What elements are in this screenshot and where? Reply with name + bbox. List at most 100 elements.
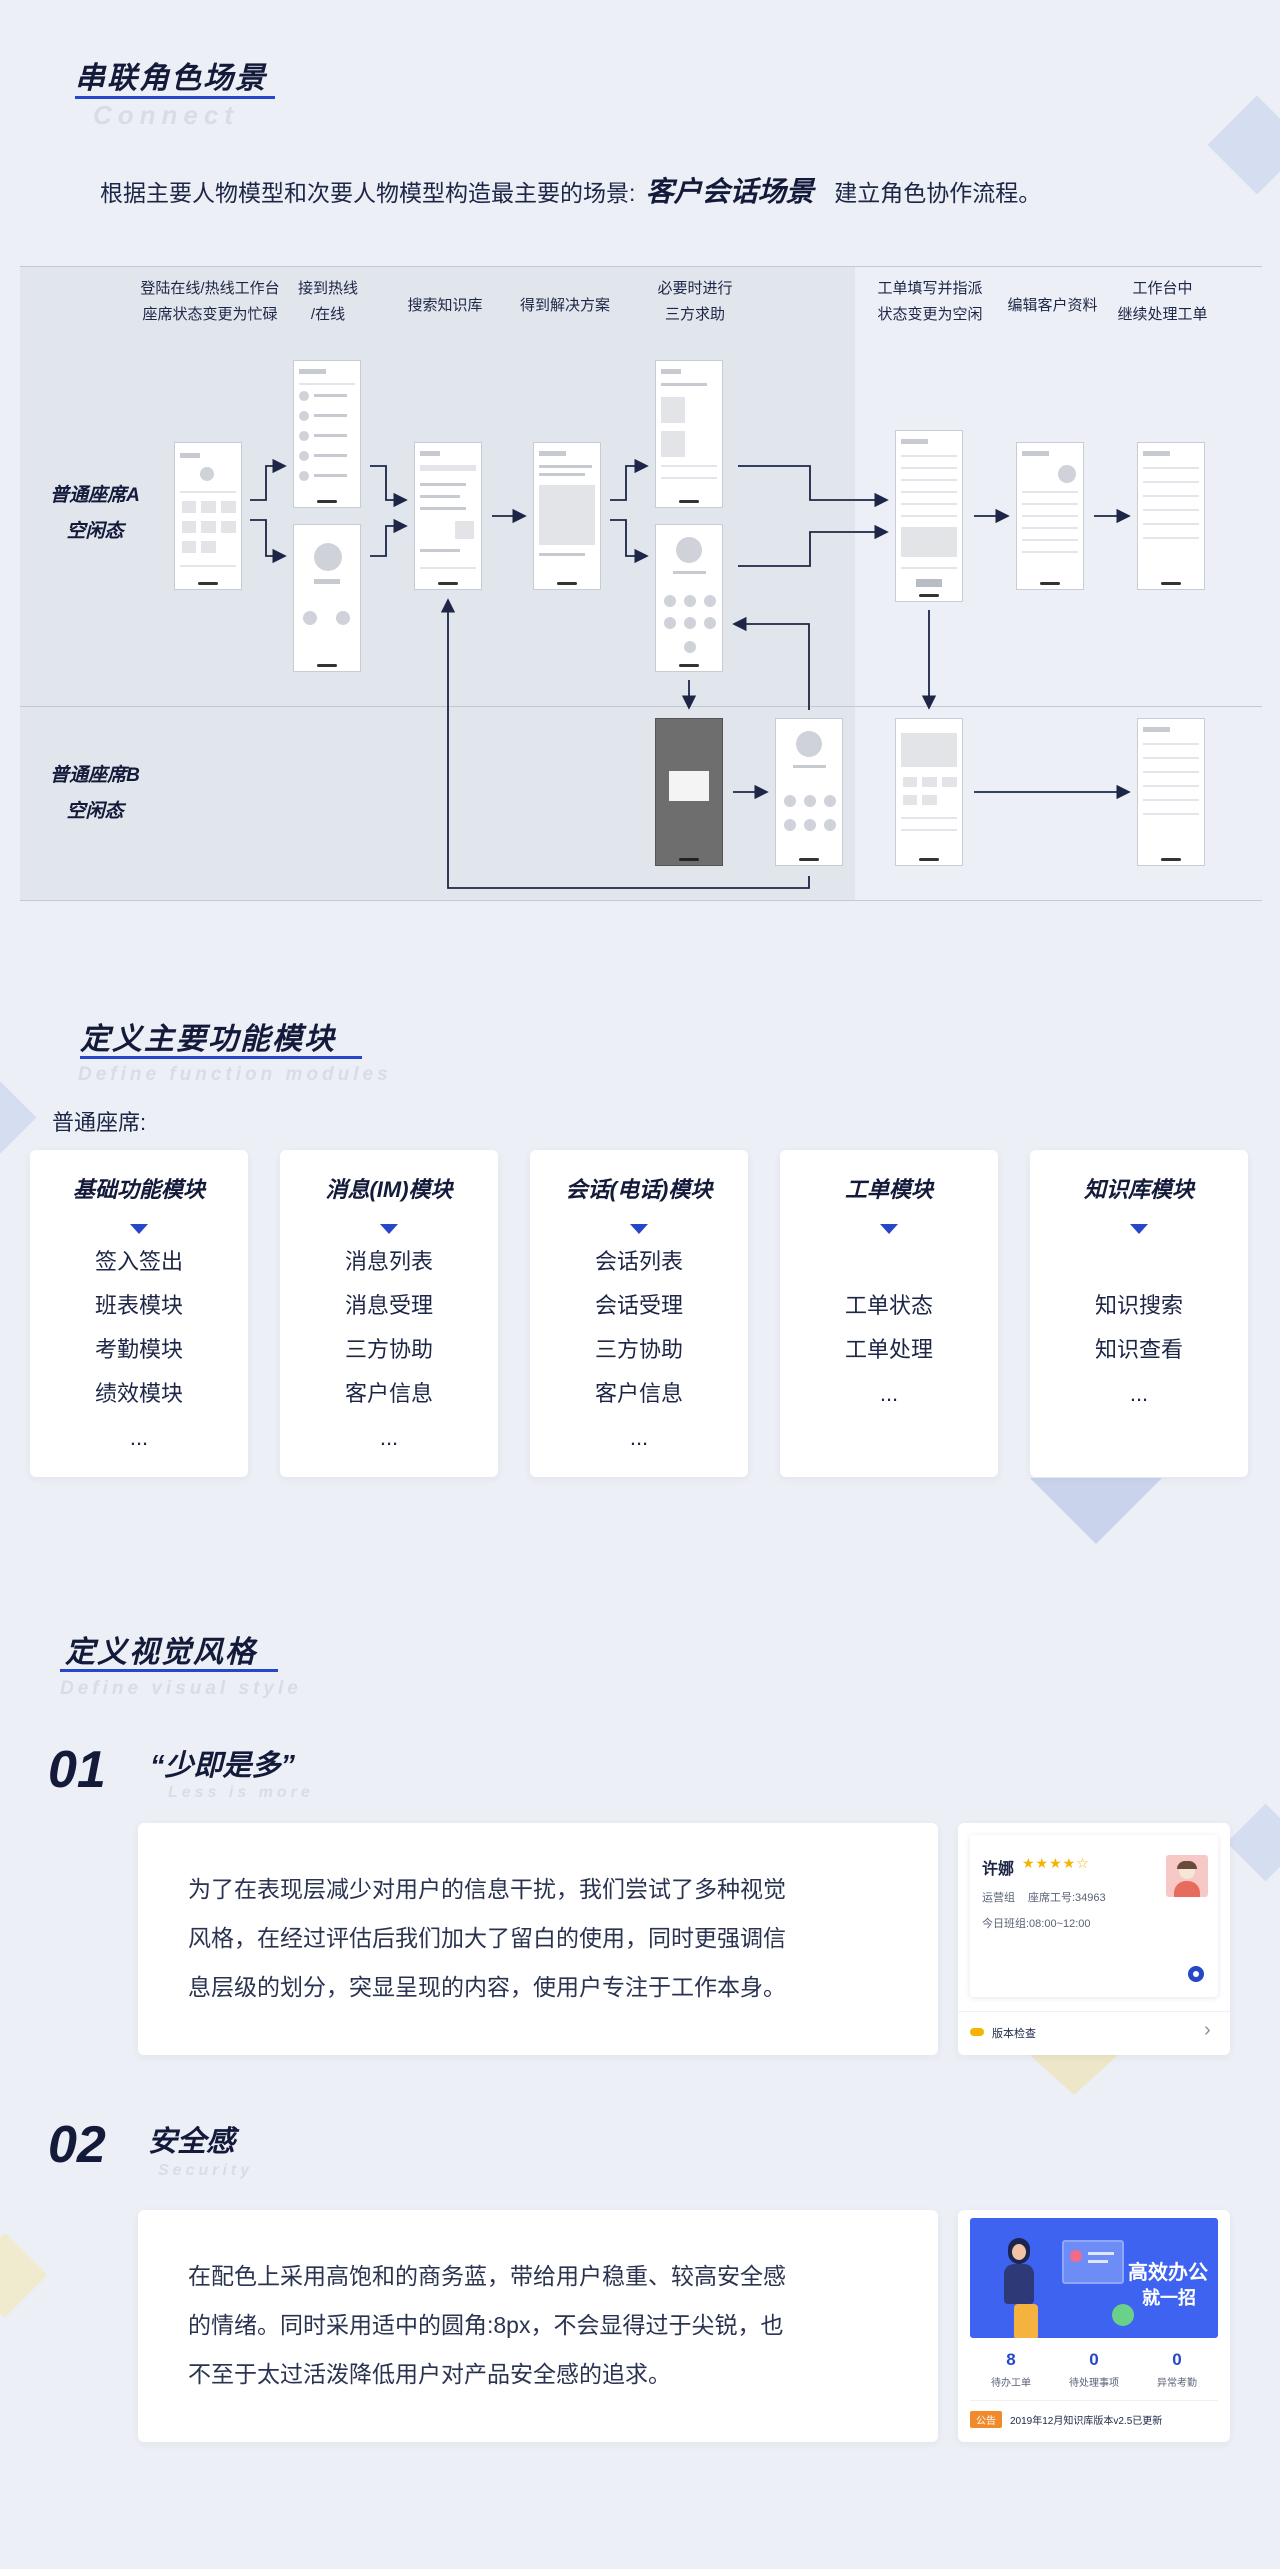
visual-title: 定义视觉风格 xyxy=(65,1636,257,1669)
wireframe-three-party-call xyxy=(655,524,723,672)
module-card-title: 基础功能模块 xyxy=(72,1177,205,1202)
modules-subtitle: Define function modules xyxy=(78,1064,392,1085)
decor-diamond-yellow xyxy=(0,2232,48,2318)
wireframe-ticket-form xyxy=(895,430,963,602)
stat-attendance[interactable]: 0 异常考勤 xyxy=(1136,2350,1218,2389)
arrow-msglist-to-kb xyxy=(370,465,408,508)
modules-role-label: 普通座席: xyxy=(52,1110,147,1135)
module-card-knowledge: 知识库模块 知识搜索 知识查看 ... xyxy=(1030,1150,1248,1477)
flow-arrows xyxy=(250,458,1131,889)
step-label-login: 登陆在线/热线工作台座席状态变更为忙碌 xyxy=(140,280,280,323)
style-item-title: 安全感 xyxy=(148,2126,236,2158)
notice-row[interactable]: 公告 2019年12月知识库版本v2.5已更新 xyxy=(970,2408,1218,2430)
profile-sample: 许娜 ★★★★☆ 运营组 座席工号:34963 今日班组:08:00~12:00… xyxy=(958,1823,1230,2055)
step-label-receive: 接到热线/在线 xyxy=(297,280,358,323)
stat-label: 待处理事项 xyxy=(1069,2378,1119,2389)
module-card-marker xyxy=(880,1224,898,1234)
module-card-title: 会话(电话)模块 xyxy=(565,1177,713,1202)
module-item: 班表模块 xyxy=(94,1293,183,1318)
wireframe-incoming-call xyxy=(293,524,361,672)
arrow-transfer-to-ticket xyxy=(738,465,889,508)
settings-icon[interactable] xyxy=(1188,1966,1204,1982)
module-item: 消息受理 xyxy=(344,1293,433,1318)
banner-headline: 高效办公 xyxy=(1128,2262,1208,2284)
module-item: ... xyxy=(1129,1381,1149,1406)
stat-value: 8 xyxy=(1006,2350,1016,2369)
stat-pending-items[interactable]: 0 待处理事项 xyxy=(1053,2350,1135,2389)
decor-diamond-right-low xyxy=(1226,1803,1280,1882)
module-item: 会话列表 xyxy=(594,1249,683,1274)
module-card-title: 工单模块 xyxy=(844,1177,933,1202)
module-item: 三方协助 xyxy=(344,1337,433,1362)
wireframe-message-list xyxy=(293,360,361,508)
module-item: ... xyxy=(879,1381,899,1406)
version-check-row[interactable]: 版本检查 › xyxy=(970,2019,1218,2047)
module-card-marker xyxy=(630,1224,648,1234)
module-item: 知识查看 xyxy=(1094,1337,1183,1362)
connect-title: 串联角色场景 xyxy=(75,62,267,95)
profile-footer-divider xyxy=(958,2011,1230,2012)
decor-diamond-left-mid xyxy=(0,1078,37,1157)
lane-divider xyxy=(20,706,1262,707)
notice-tag: 公告 xyxy=(970,2411,1002,2428)
banner-subheadline: 就一招 xyxy=(1142,2288,1196,2308)
wireframe-workbench-list-a xyxy=(1137,442,1205,590)
stat-value: 0 xyxy=(1172,2350,1182,2369)
wireframe-customer-edit xyxy=(1016,442,1084,590)
style-desc-card-2: 在配色上采用高饱和的商务蓝，带给用户稳重、较高安全感 的情绪。同时采用适中的圆角… xyxy=(138,2210,938,2442)
step-label-edit-customer: 编辑客户资料 xyxy=(1007,297,1098,314)
profile-name: 许娜 xyxy=(982,1861,1015,1878)
style-item-title: “少即是多” xyxy=(150,1750,296,1782)
module-item: 工单状态 xyxy=(844,1293,933,1318)
banner-screen-illustration xyxy=(1062,2240,1124,2284)
promo-banner[interactable]: 高效办公 就一招 xyxy=(970,2218,1218,2338)
module-item: 签入签出 xyxy=(94,1249,183,1274)
step-label-search-kb: 搜索知识库 xyxy=(407,297,483,314)
module-card-call: 会话(电话)模块 会话列表 会话受理 三方协助 客户信息 ... xyxy=(530,1150,748,1477)
module-card-marker xyxy=(1130,1224,1148,1234)
arrow-a-to-msglist xyxy=(250,458,287,501)
version-check-label: 版本检查 xyxy=(992,2028,1036,2040)
flow-top-border xyxy=(20,266,1262,267)
step-label-three-party: 必要时进行三方求助 xyxy=(657,280,733,323)
banner-person-illustration xyxy=(1000,2238,1052,2338)
step-label-continue: 工作台中继续处理工单 xyxy=(1117,280,1208,323)
wireframe-transfer-dialog xyxy=(655,718,723,866)
stat-pending-tickets[interactable]: 8 待办工单 xyxy=(970,2350,1052,2389)
module-item: 三方协助 xyxy=(594,1337,683,1362)
connect-title-underline xyxy=(75,96,275,99)
arrow-call-to-kb xyxy=(370,518,408,557)
module-card-im: 消息(IM)模块 消息列表 消息受理 三方协助 客户信息 ... xyxy=(280,1150,498,1477)
connect-intro-suffix: 建立角色协作流程。 xyxy=(834,180,1042,206)
wireframe-workbench-list-b xyxy=(1137,718,1205,866)
module-card-items: 会话列表 会话受理 三方协助 客户信息 ... xyxy=(530,1240,748,1460)
style-item-number: 01 xyxy=(48,1741,106,1799)
flow-bottom-border xyxy=(20,900,1262,901)
decor-triangle-mid xyxy=(1030,1478,1162,1544)
style-desc-text: 为了在表现层减少对用户的信息干扰，我们尝试了多种视觉 风格，在经过评估后我们加大… xyxy=(188,1876,786,2000)
module-card-marker xyxy=(130,1224,148,1234)
module-card-title: 消息(IM)模块 xyxy=(325,1177,453,1202)
banner-plant-illustration xyxy=(1112,2304,1134,2326)
style-item-subtitle: Security xyxy=(158,2162,254,2179)
module-item: 绩效模块 xyxy=(94,1381,183,1406)
style-desc-card-1: 为了在表现层减少对用户的信息干扰，我们尝试了多种视觉 风格，在经过评估后我们加大… xyxy=(138,1823,938,2055)
visual-subtitle: Define visual style xyxy=(60,1678,302,1699)
wireframe-solution-detail xyxy=(533,442,601,590)
module-card-ticket: 工单模块 工单状态 工单处理 ... xyxy=(780,1150,998,1477)
module-card-title: 知识库模块 xyxy=(1083,1177,1194,1202)
stat-label: 待办工单 xyxy=(991,2378,1031,2389)
arrow-call-to-ticket xyxy=(738,524,889,567)
profile-group: 运营组 xyxy=(982,1892,1015,1904)
step-label-ticket: 工单填写并指派状态变更为空闲 xyxy=(877,280,983,323)
stat-value: 0 xyxy=(1089,2350,1099,2369)
profile-shift: 今日班组:08:00~12:00 xyxy=(982,1918,1091,1930)
arrow-a-to-call xyxy=(250,519,287,564)
module-card-marker xyxy=(380,1224,398,1234)
connect-intro: 根据主要人物模型和次要人物模型构造最主要的场景: 客户会话场景 建立角色协作流程… xyxy=(100,170,1041,210)
module-card-items: 签入签出 班表模块 考勤模块 绩效模块 ... xyxy=(30,1240,248,1460)
module-card-basic: 基础功能模块 签入签出 班表模块 考勤模块 绩效模块 ... xyxy=(30,1150,248,1477)
module-item: ... xyxy=(629,1425,649,1450)
wireframe-call-b xyxy=(775,718,843,866)
